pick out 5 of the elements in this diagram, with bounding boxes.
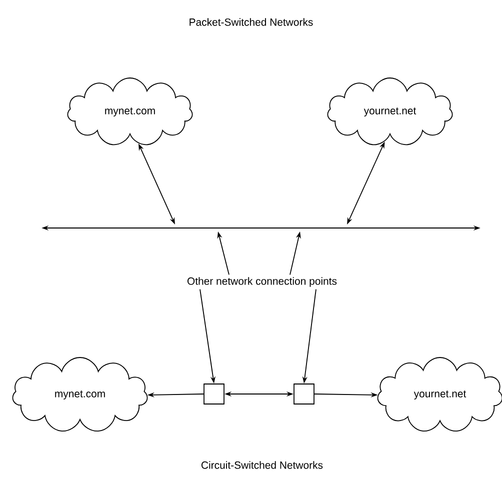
connection-box [294,384,314,404]
connection-box [204,384,224,404]
title: Packet-Switched Networks [190,18,313,26]
section-label: Circuit-Switched Networks [202,461,323,469]
annotation-text: Other network connection points [188,277,337,287]
